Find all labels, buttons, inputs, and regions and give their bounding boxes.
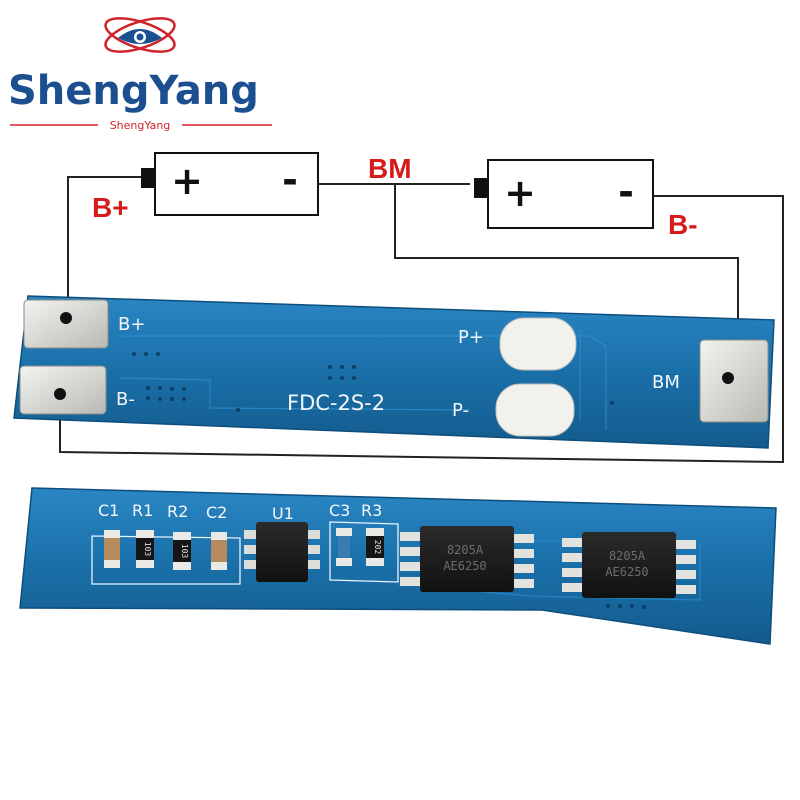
chip-1-line-1: 8205A	[447, 543, 484, 557]
resistor-r1: 103	[136, 530, 154, 568]
chip-2-line-1: 8205A	[609, 549, 646, 563]
chip-1-line-2: AE6250	[443, 559, 486, 573]
wiring-diagram	[59, 176, 784, 464]
pad-p-minus	[495, 383, 575, 437]
silk-bm: BM	[652, 372, 680, 393]
label-b-plus: B+	[92, 192, 129, 223]
silk-b-minus: B-	[116, 389, 135, 410]
resistor-r2: 103	[173, 532, 191, 570]
terminal-dot-b-plus	[60, 312, 72, 324]
pcb-top-board: B+ B- P+ P- BM FDC-2S-2	[13, 295, 775, 449]
capacitor-c1	[104, 530, 120, 568]
wire-b-minus	[59, 195, 784, 464]
silk-c1: C1	[98, 501, 119, 520]
brand-name: ShengYang	[8, 68, 259, 114]
battery-2: + -	[474, 159, 654, 229]
resistor-r3-mark: 202	[373, 540, 382, 555]
battery-1-minus: -	[282, 158, 298, 202]
wire-b-plus	[67, 176, 153, 316]
pad-bm	[699, 339, 769, 423]
silk-p-plus: P+	[458, 327, 484, 348]
brand-logo: ShengYang ShengYang	[8, 17, 272, 132]
terminal-dot-bm	[722, 372, 734, 384]
silk-c2: C2	[206, 503, 227, 522]
silk-c3: C3	[329, 501, 350, 520]
brand-subname: ShengYang	[110, 119, 171, 132]
silk-b-plus: B+	[118, 314, 145, 335]
resistor-r1-mark: 103	[143, 542, 152, 557]
ic-u1	[244, 522, 320, 582]
terminal-dot-b-minus	[54, 388, 66, 400]
pcb-bottom-board: C1 R1 R2 C2 U1 C3 R3 103 103	[19, 487, 777, 645]
label-b-minus: B-	[668, 209, 698, 240]
capacitor-c3	[336, 528, 352, 566]
silk-u1: U1	[272, 504, 294, 523]
battery-1-plus: +	[171, 159, 203, 203]
eye-logo-icon	[104, 17, 176, 53]
silk-model: FDC-2S-2	[287, 391, 385, 415]
label-bm: BM	[368, 153, 412, 184]
battery-1: + -	[141, 152, 319, 216]
silk-r2: R2	[167, 502, 188, 521]
silk-r1: R1	[132, 501, 153, 520]
battery-2-plus: +	[504, 171, 536, 215]
wire-bm	[394, 184, 739, 372]
silk-p-minus: P-	[452, 400, 469, 421]
chip-2-line-2: AE6250	[605, 565, 648, 579]
capacitor-c2	[211, 532, 227, 570]
battery-2-minus: -	[618, 170, 634, 214]
silk-r3: R3	[361, 501, 382, 520]
mosfet-chip-2: 8205A AE6250	[562, 532, 696, 598]
resistor-r2-mark: 103	[180, 544, 189, 559]
mosfet-chip-1: 8205A AE6250	[400, 526, 534, 592]
pad-p-plus	[499, 317, 577, 371]
resistor-r3: 202	[366, 528, 384, 566]
